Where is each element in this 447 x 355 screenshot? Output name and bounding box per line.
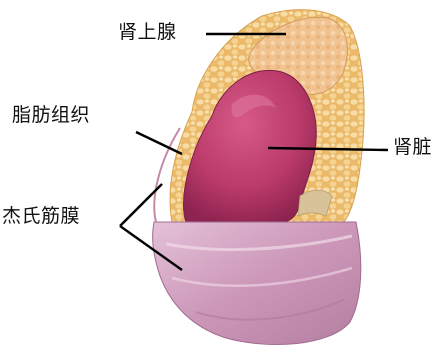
renal-fascia-label: 杰氏筋膜 — [2, 207, 80, 226]
adrenal-label: 肾上腺 — [118, 23, 177, 42]
kidney-label: 肾脏 — [393, 138, 432, 157]
kidney-vessel-stub — [298, 190, 332, 216]
perirenal-fat-label: 脂肪组织 — [12, 106, 90, 125]
